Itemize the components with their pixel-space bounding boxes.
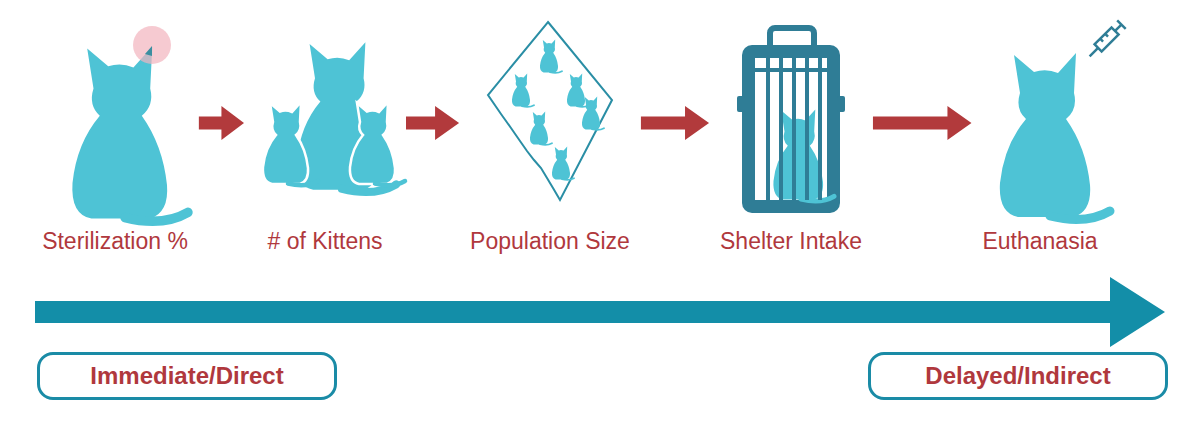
stage-label: Population Size bbox=[466, 228, 634, 256]
timeline-box: Delayed/Indirect bbox=[868, 352, 1168, 400]
pet-carrier bbox=[737, 28, 845, 213]
stage-node: Euthanasia bbox=[978, 30, 1101, 256]
flow-arrow bbox=[199, 106, 244, 140]
stage-label: # of Kittens bbox=[251, 228, 399, 256]
timeline-label: Immediate/Direct bbox=[90, 362, 283, 390]
timeline-label: Delayed/Indirect bbox=[925, 362, 1110, 390]
cat-syringe bbox=[1000, 20, 1126, 219]
cat-with-kittens bbox=[263, 42, 405, 192]
cat-ear-tip bbox=[72, 26, 188, 221]
timeline-box: Immediate/Direct bbox=[37, 352, 337, 400]
flow-arrow bbox=[406, 106, 459, 140]
stage-label: Euthanasia bbox=[978, 228, 1101, 256]
flow-arrow bbox=[641, 106, 709, 140]
city-map bbox=[488, 22, 612, 200]
stage-node: Population Size bbox=[466, 30, 634, 256]
flow-arrow bbox=[873, 106, 972, 140]
stage-node: Sterilization % bbox=[38, 30, 192, 256]
stage-label: Shelter Intake bbox=[716, 228, 866, 256]
stage-label: Sterilization % bbox=[38, 228, 192, 256]
stage-node: # of Kittens bbox=[251, 30, 399, 256]
stage-node: Shelter Intake bbox=[716, 30, 866, 256]
timeline-arrow bbox=[35, 277, 1165, 347]
